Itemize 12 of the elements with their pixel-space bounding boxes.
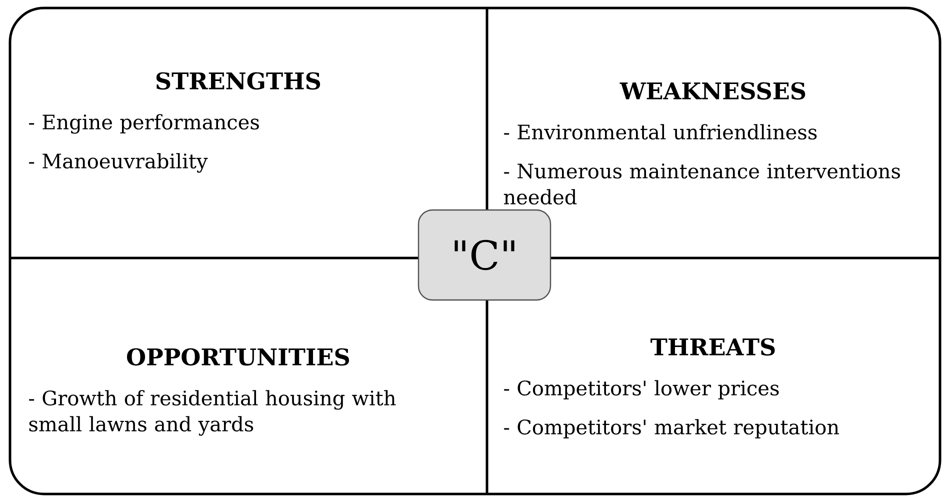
bullet-text: - Competitors' lower prices <box>504 380 779 400</box>
bullet-text: - Manoeuvrability <box>29 153 208 173</box>
quadrant-heading: THREATS <box>650 338 775 356</box>
quadrant-heading: WEAKNESSES <box>620 82 806 100</box>
bullet-text: - Engine performances <box>29 114 259 134</box>
quadrant-heading: OPPORTUNITIES <box>127 348 349 366</box>
center-box: "C" <box>418 209 552 301</box>
bullet-text: - Growth of residential housing with small lawns and yards <box>29 390 396 436</box>
bullet-text: - Numerous maintenance interventions needed <box>504 164 900 205</box>
bullet-text: - Competitors' market reputation <box>504 419 839 438</box>
quadrant-heading: STRENGTHS <box>156 72 320 90</box>
bullet-text: - Environmental unfriendliness <box>504 124 817 140</box>
